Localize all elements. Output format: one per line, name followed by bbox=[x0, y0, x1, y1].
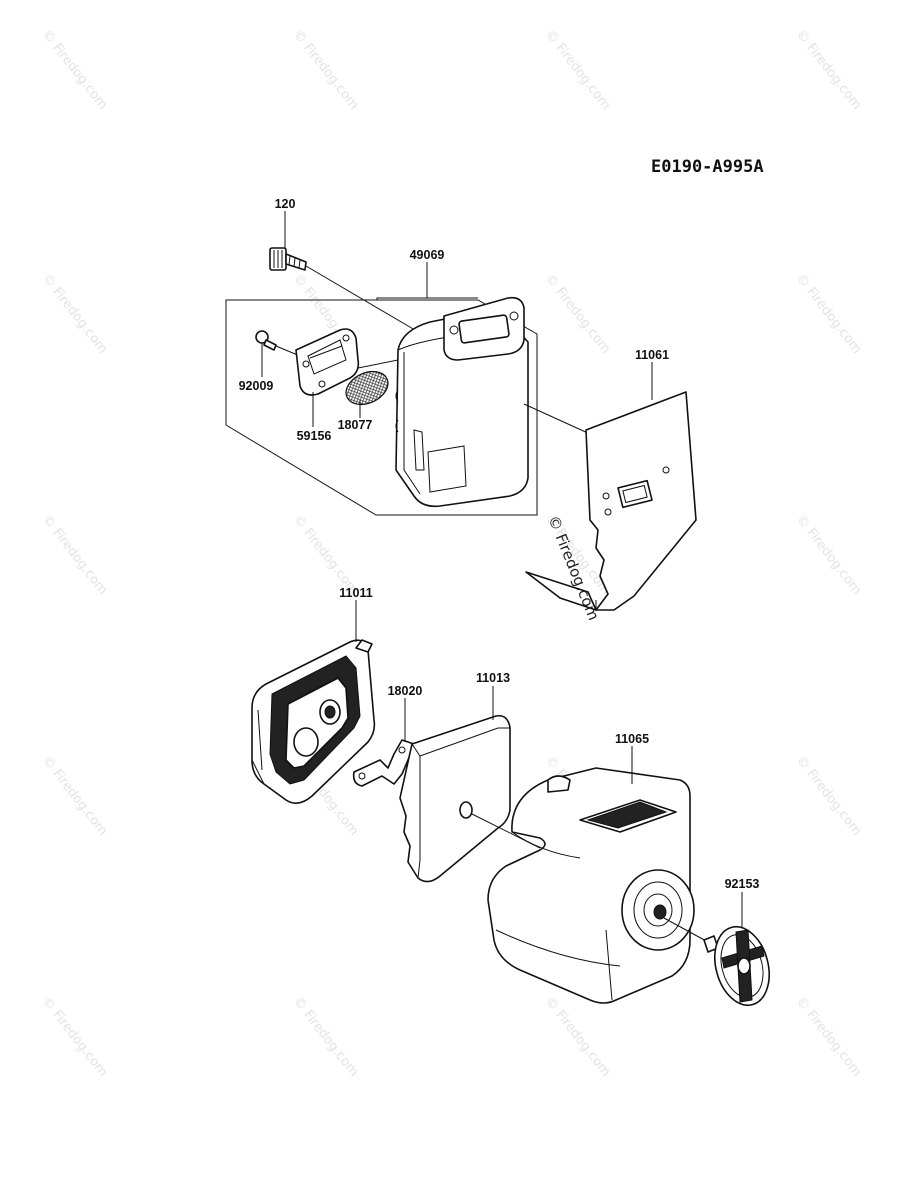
watermark-text: © Firedog.com bbox=[793, 994, 864, 1079]
watermark-text: © Firedog.com bbox=[542, 994, 613, 1079]
screw-92009[interactable] bbox=[255, 330, 277, 351]
diagram-code: E0190-A995A bbox=[651, 157, 764, 177]
watermark-text: © Firedog.com bbox=[793, 753, 864, 838]
watermark-text: © Firedog.com bbox=[39, 27, 110, 112]
part-number-92009[interactable]: 92009 bbox=[239, 379, 274, 393]
part-number-11061[interactable]: 11061 bbox=[635, 348, 669, 362]
watermark-text: © Firedog.com bbox=[39, 512, 110, 597]
muffler-group-bracket bbox=[225, 299, 538, 516]
watermark-text: © Firedog.com bbox=[793, 271, 864, 356]
part-number-18077[interactable]: 18077 bbox=[338, 418, 373, 432]
watermark-text: © Firedog.com bbox=[290, 27, 361, 112]
part-number-11013[interactable]: 11013 bbox=[476, 671, 510, 685]
filter-element-11013[interactable] bbox=[399, 714, 511, 883]
part-number-11011[interactable]: 11011 bbox=[339, 586, 372, 600]
watermark-text: © Firedog.com bbox=[542, 271, 613, 356]
muffler-49069[interactable] bbox=[395, 296, 529, 508]
bolt-120[interactable] bbox=[269, 247, 307, 271]
part-number-18020[interactable]: 18020 bbox=[388, 684, 423, 698]
watermark-text: © Firedog.com bbox=[793, 512, 864, 597]
watermark-text: © Firedog.com bbox=[290, 512, 361, 597]
watermark-text: © Firedog.com bbox=[793, 27, 864, 112]
watermark-text: © Firedog.com bbox=[39, 753, 110, 838]
muffler-bracket-top bbox=[376, 297, 478, 300]
part-number-49069[interactable]: 49069 bbox=[410, 248, 445, 262]
part-number-92153[interactable]: 92153 bbox=[725, 877, 760, 891]
air-cleaner-cover-11065[interactable] bbox=[487, 767, 695, 1004]
watermark-text: © Firedog.com bbox=[290, 994, 361, 1079]
part-number-11065[interactable]: 11065 bbox=[615, 732, 649, 746]
air-cleaner-base-11011[interactable] bbox=[251, 639, 376, 804]
watermark-grid: © Firedog.com © Firedog.com © Firedog.com ©… bbox=[39, 27, 864, 1079]
part-number-120[interactable]: 120 bbox=[275, 197, 296, 211]
part-number-59156[interactable]: 59156 bbox=[297, 429, 332, 443]
cover-59156[interactable] bbox=[295, 328, 360, 396]
watermark-text: © Firedog.com bbox=[39, 271, 110, 356]
bracket-18020[interactable] bbox=[352, 739, 415, 787]
watermark-text: © Firedog.com bbox=[39, 994, 110, 1079]
knob-92153[interactable] bbox=[703, 921, 777, 1012]
watermark-text: © Firedog.com bbox=[542, 27, 613, 112]
screen-18077[interactable] bbox=[341, 365, 394, 411]
heat-shield-11061[interactable] bbox=[525, 391, 697, 611]
